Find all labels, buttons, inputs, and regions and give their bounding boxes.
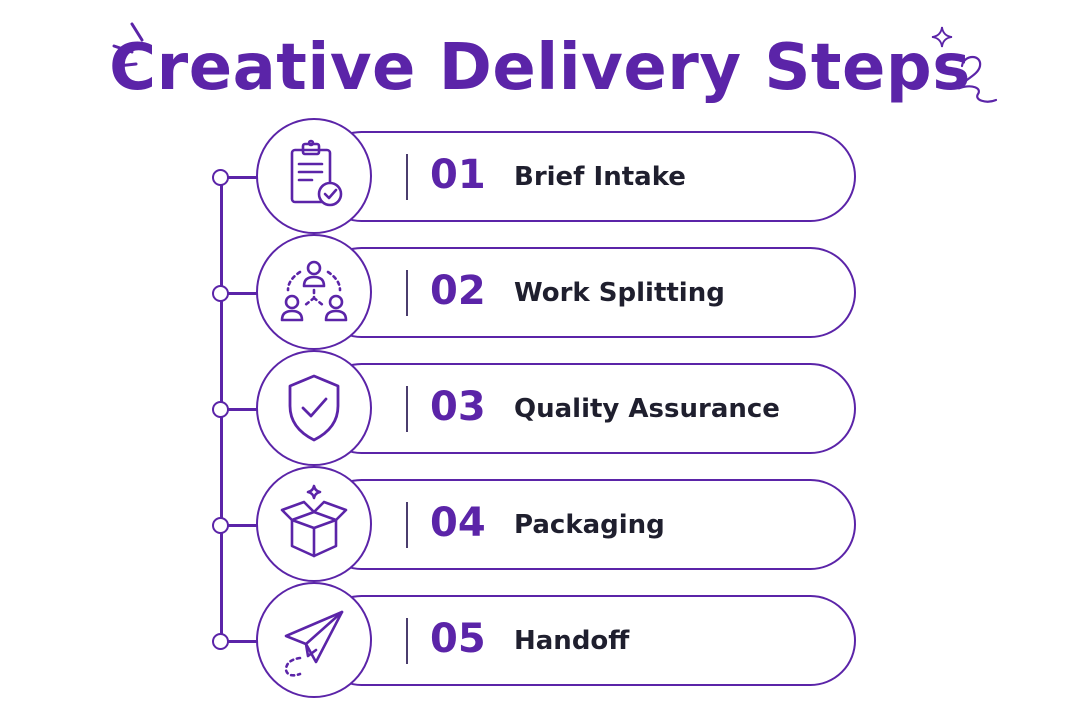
icon-circle	[256, 466, 372, 582]
step-04: 04 Packaging	[212, 466, 862, 586]
open-box-icon	[280, 484, 348, 558]
step-card	[316, 595, 856, 686]
step-label: Quality Assurance	[514, 394, 780, 424]
step-02: 02 Work Splitting	[212, 234, 862, 354]
step-label: Packaging	[514, 510, 665, 540]
clipboard-check-icon	[290, 139, 343, 207]
page-title: Creative Delivery Steps	[109, 31, 971, 105]
separator	[406, 386, 408, 432]
sparkle-icon	[931, 26, 953, 48]
spark-lines-icon	[112, 22, 144, 68]
icon-circle	[256, 118, 372, 234]
connector-line	[220, 176, 270, 179]
timeline-node	[212, 285, 229, 302]
connector-line	[220, 640, 270, 643]
step-01: 01 Brief Intake	[212, 118, 862, 238]
step-label: Handoff	[514, 626, 630, 656]
separator	[406, 618, 408, 664]
step-03: 03 Quality Assurance	[212, 350, 862, 470]
connector-line	[220, 408, 270, 411]
step-number: 04	[430, 500, 486, 546]
step-card	[316, 479, 856, 570]
timeline-node	[212, 169, 229, 186]
step-05: 05 Handoff	[212, 582, 862, 702]
step-number: 01	[430, 152, 486, 198]
step-number: 03	[430, 384, 486, 430]
step-number: 05	[430, 616, 486, 662]
team-split-icon	[280, 260, 348, 322]
connector-line	[220, 292, 270, 295]
squiggle-icon	[958, 55, 998, 103]
icon-circle	[256, 350, 372, 466]
separator	[406, 270, 408, 316]
paper-plane-icon	[284, 610, 344, 677]
timeline-node	[212, 633, 229, 650]
shield-check-icon	[288, 374, 340, 442]
timeline-node	[212, 401, 229, 418]
icon-circle	[256, 234, 372, 350]
timeline-node	[212, 517, 229, 534]
separator	[406, 502, 408, 548]
separator	[406, 154, 408, 200]
connector-line	[220, 524, 270, 527]
icon-circle	[256, 582, 372, 698]
step-label: Brief Intake	[514, 162, 686, 192]
step-number: 02	[430, 268, 486, 314]
step-label: Work Splitting	[514, 278, 725, 308]
